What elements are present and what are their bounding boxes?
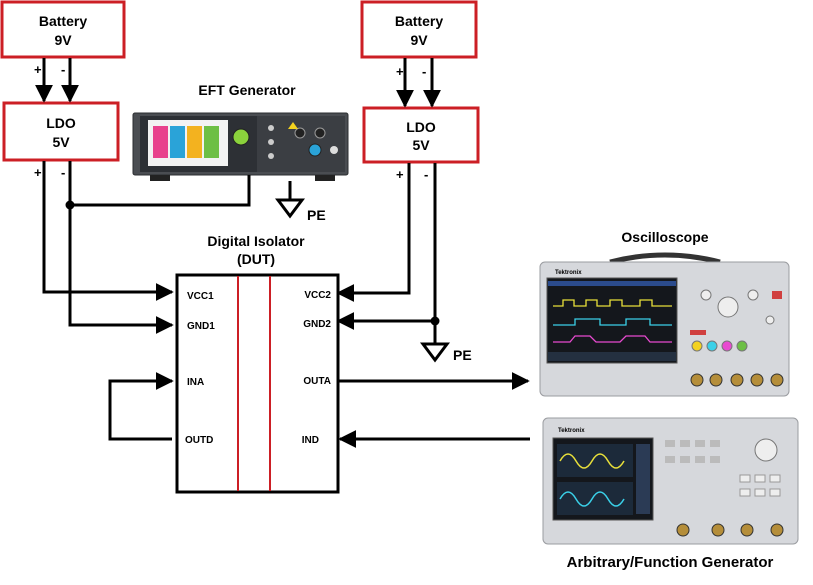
battery-right-box: Battery 9V bbox=[360, 0, 478, 59]
ldo-right-label: LDO bbox=[406, 119, 436, 135]
battery-right-label: Battery bbox=[395, 13, 443, 29]
pe-label: PE bbox=[307, 207, 326, 223]
oscilloscope-device: Tektronix bbox=[539, 252, 790, 397]
digital-isolator-dut: VCC1 GND1 INA OUTD VCC2 GND2 OUTA IND bbox=[175, 273, 340, 494]
polarity-minus: - bbox=[422, 64, 426, 79]
function-generator-device: Tektronix bbox=[542, 417, 799, 545]
polarity-plus: + bbox=[396, 64, 404, 79]
ldo-left-label: LDO bbox=[46, 115, 76, 131]
function-generator-title: Arbitrary/Function Generator bbox=[567, 554, 774, 571]
ldo-left-voltage: 5V bbox=[52, 134, 70, 150]
ldo-right-box: LDO 5V bbox=[362, 106, 480, 164]
pin-ina: INA bbox=[187, 377, 204, 388]
circuit-wires bbox=[42, 161, 530, 448]
oscilloscope-brand: Tektronix bbox=[555, 270, 582, 276]
polarity-minus: - bbox=[61, 165, 65, 180]
junction-dot bbox=[65, 200, 75, 210]
polarity-minus: - bbox=[61, 62, 65, 77]
eft-generator-device bbox=[132, 112, 349, 181]
pe-ground-symbol bbox=[420, 342, 450, 363]
pin-ind: IND bbox=[302, 435, 319, 446]
battery-right-voltage: 9V bbox=[410, 32, 428, 48]
polarity-plus: + bbox=[396, 167, 404, 182]
dut-title: Digital Isolator bbox=[207, 233, 305, 249]
pin-vcc1: VCC1 bbox=[187, 291, 214, 302]
ldo-right-voltage: 5V bbox=[412, 137, 430, 153]
polarity-plus: + bbox=[34, 165, 42, 180]
pin-outa: OUTA bbox=[303, 376, 331, 387]
pin-outd: OUTD bbox=[185, 435, 213, 446]
polarity-minus: - bbox=[424, 167, 428, 182]
polarity-plus: + bbox=[34, 62, 42, 77]
battery-ldo-wires bbox=[35, 58, 441, 108]
battery-left-voltage: 9V bbox=[54, 32, 72, 48]
dut-subtitle: (DUT) bbox=[237, 251, 275, 267]
pin-gnd2: GND2 bbox=[303, 319, 331, 330]
junction-dot bbox=[430, 316, 440, 326]
eft-generator-title: EFT Generator bbox=[198, 82, 296, 98]
ldo-left-box: LDO 5V bbox=[2, 101, 120, 162]
battery-left-box: Battery 9V bbox=[0, 0, 126, 59]
battery-left-label: Battery bbox=[39, 13, 87, 29]
pin-vcc2: VCC2 bbox=[304, 290, 331, 301]
pe-label: PE bbox=[453, 347, 472, 363]
pe-ground-symbol bbox=[275, 181, 305, 219]
oscilloscope-title: Oscilloscope bbox=[621, 229, 708, 245]
pin-gnd1: GND1 bbox=[187, 321, 215, 332]
function-generator-brand: Tektronix bbox=[558, 428, 585, 434]
